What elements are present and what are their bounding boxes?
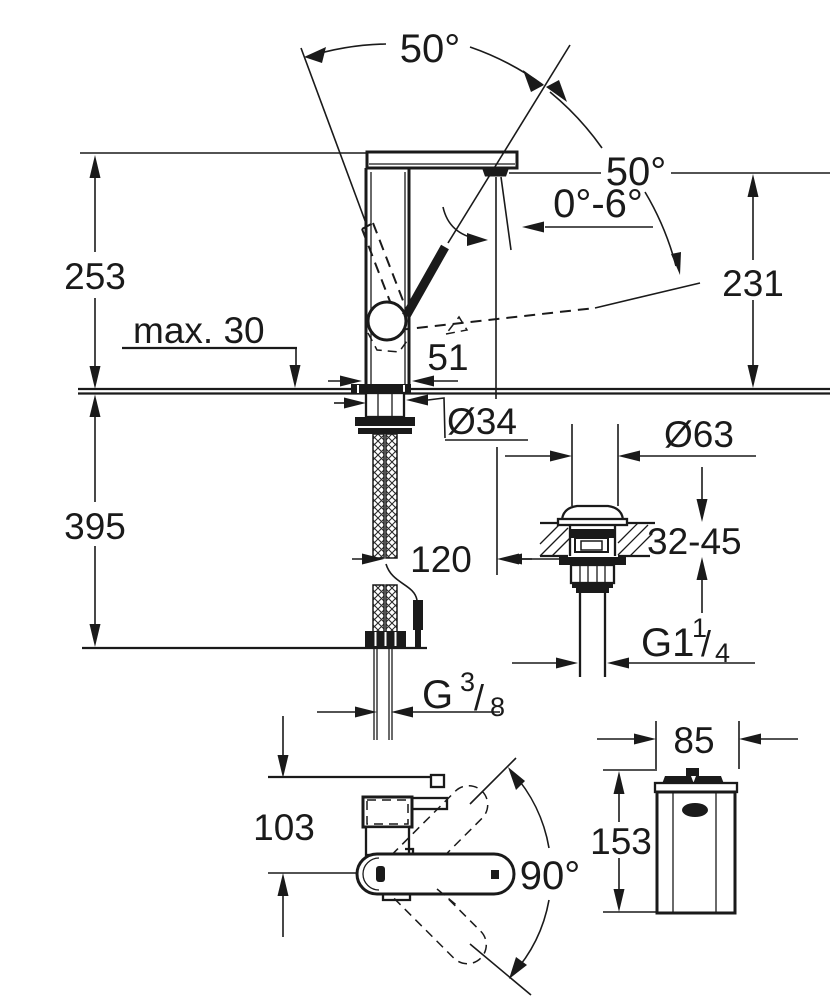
hose-length-label: 395: [64, 506, 126, 547]
faucet-body-front-view: [350, 150, 519, 385]
body-depth-label: 51: [427, 337, 468, 378]
side-view-height-label: 103: [253, 807, 315, 848]
lever-open-position: [402, 244, 449, 319]
handle-lever-positions: [300, 44, 701, 353]
waste-valve-detail: Ø63 32-45 G1 1 / 4: [500, 414, 756, 677]
overall-height-label: 253: [64, 256, 126, 297]
waste-deck-thickness-label: 32-45: [647, 521, 742, 562]
water-stream-lines: [495, 176, 512, 575]
body-height-label: 153: [590, 821, 652, 862]
plan-view: 90° 103: [253, 716, 581, 996]
dim-hole-diameter: Ø34: [334, 394, 528, 442]
body-width-label: 85: [673, 720, 714, 761]
dim-spout-tilt: 0°-6°: [442, 182, 653, 246]
dim-spout-height: 231: [722, 174, 784, 388]
handle-open-angle-label: 50°: [606, 150, 667, 194]
spout-height-label: 231: [722, 263, 784, 304]
mounting-shank-assembly: [351, 384, 415, 434]
dim-handle-open-angle: 50°: [509, 91, 830, 275]
lever-pad: [361, 795, 414, 829]
waste-thread-label: G1: [641, 621, 694, 665]
spout-tilt-label: 0°-6°: [553, 182, 643, 226]
max-mounting-thickness-label: max. 30: [133, 310, 265, 351]
dim-supply-thread: G 3 / 8: [317, 667, 505, 722]
handle-swing-angle-label: 50°: [400, 27, 461, 71]
body-elevation-view: 85 153: [590, 720, 798, 915]
dim-overall-height: 253: [64, 152, 350, 389]
waste-thread-slash: /: [701, 623, 711, 664]
cable-plug: [413, 600, 423, 630]
base-capsule: [355, 852, 516, 896]
supply-thread-slash: /: [474, 677, 484, 718]
supply-thread-label: G: [422, 673, 453, 717]
waste-thread-denominator: 4: [715, 638, 730, 668]
spout-tip: [429, 773, 446, 789]
lever-pivot-ball: [366, 300, 408, 342]
hose-offset-label: 120: [410, 539, 472, 580]
supply-thread-denominator: 8: [490, 692, 505, 722]
dim-body-depth: 51: [328, 337, 469, 387]
aerator-outlet: [482, 168, 509, 177]
waste-flange-diameter-label: Ø63: [664, 414, 734, 455]
waste-thread-numerator: 1: [692, 613, 707, 643]
supply-hoses: [365, 433, 423, 740]
dim-handle-swing-angle: 50°: [304, 27, 567, 102]
sensor-cable: [385, 563, 418, 601]
supply-thread-numerator: 3: [460, 667, 475, 697]
hole-diameter-label: Ø34: [447, 401, 517, 442]
swivel-range-label: 90°: [520, 854, 581, 898]
grohe-logo-badge: [682, 803, 708, 817]
dim-hose-length: 395: [64, 394, 126, 647]
dim-max-mounting-thickness: max. 30: [122, 310, 301, 388]
